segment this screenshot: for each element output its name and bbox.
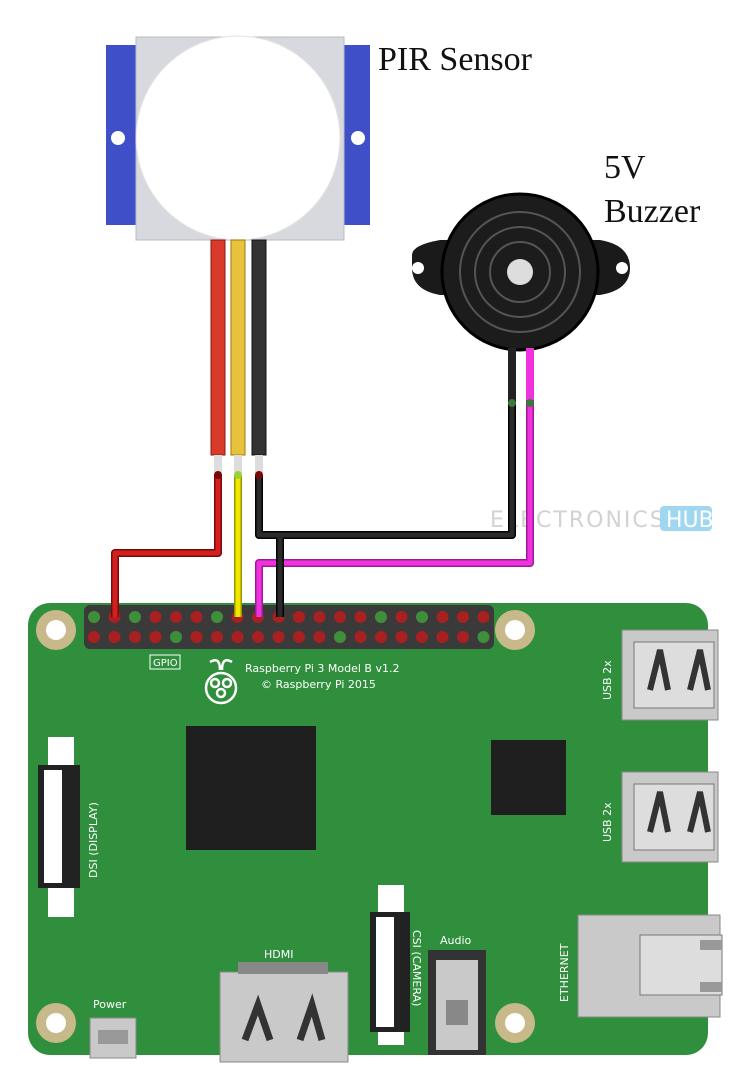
csi-label: CSI (CAMERA) [410, 930, 423, 1006]
usb-bottom-label: USB 2x [601, 802, 614, 842]
gpio-pin [354, 611, 367, 623]
power-label: Power [93, 998, 127, 1011]
wire-gnd [256, 400, 515, 617]
gpio-pin [313, 631, 326, 643]
gpio-pin [231, 631, 244, 643]
gpio-pin [313, 611, 326, 623]
buzzer-label-line1: 5V [604, 149, 646, 186]
gpio-header [84, 605, 494, 649]
gpio-pin [457, 631, 469, 643]
ethernet-port [577, 914, 723, 1018]
dsi-label: DSI (DISPLAY) [87, 802, 100, 878]
gpio-pin [436, 611, 449, 623]
audio-label: Audio [440, 934, 472, 947]
gpio-pin [108, 631, 121, 643]
power-port [89, 1017, 137, 1059]
watermark-left: ELECTRONICS [490, 508, 666, 533]
pir-label: PIR Sensor [378, 41, 533, 78]
gpio-pin [375, 631, 387, 643]
gpio-label: GPIO [153, 658, 178, 669]
gpio-pin [149, 611, 162, 623]
lan-chip [491, 740, 566, 815]
hdmi-port [219, 962, 349, 1063]
board-copyright-text: © Raspberry Pi 2015 [261, 678, 376, 691]
gpio-pin [129, 611, 141, 623]
board-model-text: Raspberry Pi 3 Model B v1.2 [245, 662, 399, 675]
gpio-pin [211, 611, 223, 623]
gpio-pin [477, 631, 490, 643]
gpio-pin [293, 611, 305, 623]
gpio-pin [211, 631, 223, 643]
gpio-pin [88, 611, 100, 623]
soc-chip [186, 726, 316, 850]
gpio-pin [129, 631, 141, 643]
gpio-pin [416, 611, 428, 623]
gpio-pin [88, 631, 100, 643]
gpio-pin [457, 611, 469, 623]
watermark: ELECTRONICS HUB [490, 506, 714, 533]
gpio-pin [149, 631, 162, 643]
wire-buzzer [256, 400, 533, 617]
gpio-pin [293, 631, 305, 643]
buzzer [412, 192, 630, 403]
raspberry-logo-icon [204, 659, 238, 705]
gpio-pin [272, 631, 285, 643]
gpio-pin [375, 611, 387, 623]
hdmi-label: HDMI [264, 948, 293, 961]
gpio-pin [334, 631, 346, 643]
gpio-pin [170, 631, 182, 643]
gpio-pin [170, 611, 182, 623]
gpio-pin [416, 631, 428, 643]
pir-wires [210, 239, 267, 473]
audio-jack [428, 950, 486, 1055]
csi-connector [370, 885, 410, 1045]
ethernet-label: ETHERNET [558, 943, 571, 1002]
gpio-pin [477, 611, 490, 623]
gpio-pin [395, 611, 408, 623]
usb-top-label: USB 2x [601, 660, 614, 700]
gpio-pin [252, 631, 264, 643]
pir-sensor [106, 35, 370, 241]
gpio-pin [395, 631, 408, 643]
gpio-pin [190, 611, 203, 623]
gpio-pin [436, 631, 449, 643]
usb-port-bottom [621, 771, 719, 863]
watermark-right: HUB [666, 508, 714, 533]
gpio-pin [354, 631, 367, 643]
gpio-pin [190, 631, 203, 643]
usb-port-top [621, 629, 719, 721]
raspberry-pi-board: GPIO Raspberry Pi 3 Model B v1.2 © Raspb… [28, 603, 723, 1063]
wire-vcc [112, 475, 221, 617]
gpio-pin [334, 611, 346, 623]
jumper-wires [111, 399, 534, 617]
dsi-connector [38, 737, 80, 917]
buzzer-label-line2: Buzzer [604, 193, 701, 230]
